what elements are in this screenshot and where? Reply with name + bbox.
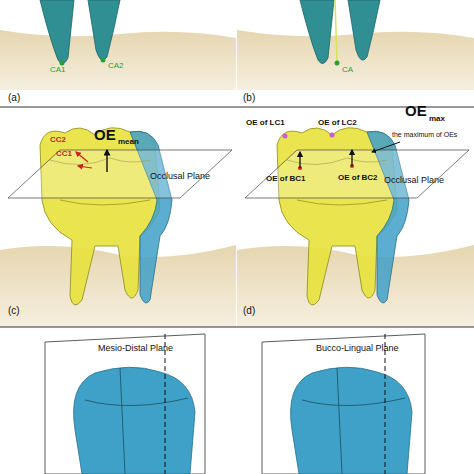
measure-label: OE of BC2 [338, 174, 378, 183]
point-label: CC1 [56, 150, 72, 159]
panel-label: (b) [243, 92, 255, 103]
panel-label: (a) [8, 92, 20, 103]
measure-label: OE [94, 127, 116, 144]
measure-label: OE [405, 103, 427, 120]
measure-label: OE of LC2 [318, 119, 357, 128]
point-label: CC2 [50, 136, 66, 145]
panel-label: (d) [243, 305, 255, 316]
point-label: CA2 [108, 62, 124, 71]
panel-label: (c) [8, 305, 20, 316]
measure-subscript: max [429, 115, 445, 124]
note-label: the maximum of OEs [392, 131, 457, 139]
plane-label: Bucco-Lingual Plane [316, 344, 399, 354]
plane-label: Mesio-Distal Plane [98, 344, 173, 354]
point-label: CA [342, 66, 353, 75]
measure-subscript: mean [118, 138, 139, 147]
measure-label: OE of BC1 [266, 175, 306, 184]
plane-label: Occlusal Plane [150, 172, 210, 182]
measure-label: OE of LC1 [246, 119, 285, 128]
plane-label: Occlusal Plane [384, 176, 444, 186]
point-label: CA1 [50, 66, 66, 75]
